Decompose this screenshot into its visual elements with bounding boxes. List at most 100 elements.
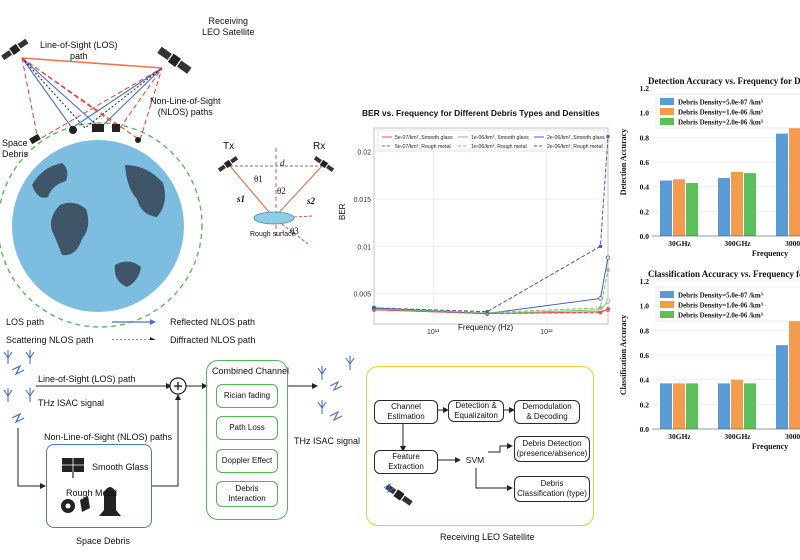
space-debris-box xyxy=(46,444,152,528)
theta1-label: θ1 xyxy=(254,174,263,184)
ber-ytick: 0.02 xyxy=(357,150,371,157)
ber-chart-title: BER vs. Frequency for Different Debris T… xyxy=(362,108,600,118)
rician-fading-block: Rician fading xyxy=(216,384,278,408)
det-bar xyxy=(718,178,730,236)
reflected-path xyxy=(21,57,163,129)
block-thz-signal-label: THz ISAC signal xyxy=(38,398,105,408)
path-loss-block: Path Loss xyxy=(216,416,278,440)
geometry-inset xyxy=(217,148,335,245)
cls-bar xyxy=(789,318,800,429)
ber-ytick: 0.015 xyxy=(353,197,371,204)
ber-ytick: 0.005 xyxy=(353,292,371,299)
cls-ylabel: Classification Accuracy xyxy=(619,315,628,395)
ber-legend-label: 2e-06/km³, Smooth glass xyxy=(547,135,605,141)
rx-label: Rx xyxy=(313,141,326,152)
tx-antenna-icon xyxy=(3,350,35,402)
ber-point xyxy=(372,306,376,310)
smooth-glass-label: Smooth Glass xyxy=(92,462,149,472)
reflected-path xyxy=(21,57,163,129)
debris-classification-block: Debris Classification (type) xyxy=(514,476,590,502)
cls-legend-label: Debris Density=2.0e-06 /km³ xyxy=(678,312,763,320)
orbit-circle xyxy=(0,122,203,328)
ber-point xyxy=(606,307,610,311)
classification-chart: 0.00.20.40.60.81.01.230GHz300GHz3000GFre… xyxy=(619,277,800,451)
demodulation-decoding-block: Demodulation & Decoding xyxy=(514,400,580,424)
cls-legend xyxy=(655,286,800,322)
ber-series-line xyxy=(373,136,609,313)
debris-icons xyxy=(29,124,141,145)
cls-legend-label: Debris Density=1.0e-06 /km³ xyxy=(678,302,763,310)
doppler-effect-block: Doppler Effect xyxy=(216,449,278,473)
det-xtick: 3000G xyxy=(785,239,800,248)
det-ytick: 1.0 xyxy=(640,109,650,118)
rough-metal-label: Rough Metal xyxy=(66,488,118,498)
cls-xtick: 300GHz xyxy=(724,432,751,441)
ber-legend-label: 5e-07/km³, Rough metal xyxy=(395,144,451,150)
receiver-satellite-icon xyxy=(383,482,414,507)
ber-legend xyxy=(377,129,605,151)
cls-ytick: 0.0 xyxy=(640,425,650,434)
tx-satellite-icon xyxy=(217,156,239,172)
det-bar xyxy=(660,180,672,236)
legend-los-label: LOS path xyxy=(6,317,45,327)
d-label: d xyxy=(280,158,285,168)
debris-icons xyxy=(61,458,121,516)
receiver-caption: Receiving LEO Satellite xyxy=(440,532,535,542)
los-line xyxy=(21,57,163,69)
debris-interaction-block: Debris Interaction xyxy=(216,481,278,507)
cls-bar xyxy=(673,383,685,429)
cls-ytick: 0.4 xyxy=(640,376,650,385)
det-legend xyxy=(655,93,800,129)
det-ytick: 0.2 xyxy=(640,207,650,216)
det-ylabel: Detection Accuracy xyxy=(619,129,628,195)
cls-ytick: 0.2 xyxy=(640,400,650,409)
rough-surface xyxy=(253,211,295,225)
rx-antenna-icon xyxy=(317,356,355,422)
ber-plot-area xyxy=(373,127,609,325)
det-xlabel: Frequency xyxy=(752,249,788,258)
detection-chart-title: Detection Accuracy vs. Frequency for Dif… xyxy=(648,76,800,86)
det-bar xyxy=(686,182,698,236)
det-ytick: 0.4 xyxy=(640,183,650,192)
svm-block: SVM xyxy=(462,452,488,468)
combined-channel-box xyxy=(206,360,288,520)
ber-xlabel: Frequency (Hz) xyxy=(458,323,514,332)
metal-shard-icon xyxy=(80,496,90,512)
ber-xtick: 10¹¹ xyxy=(427,329,440,336)
det-ytick: 0.8 xyxy=(640,133,650,142)
classification-chart-title: Classification Accuracy vs. Frequency fo… xyxy=(648,269,800,279)
rx-satellite-icon xyxy=(156,46,193,75)
det-legend-label: Debris Density=1.0e-06 /km³ xyxy=(678,109,763,117)
cls-xtick: 30GHz xyxy=(668,432,691,441)
cls-xlabel: Frequency xyxy=(752,442,788,451)
cls-legend-swatch xyxy=(660,311,674,318)
det-xtick: 300GHz xyxy=(724,239,751,248)
cls-bar xyxy=(744,383,756,429)
ber-point xyxy=(606,268,610,272)
rx-thz-signal-label: THz ISAC signal xyxy=(294,436,361,446)
space-debris-label: Space Debris xyxy=(2,138,29,159)
block-nlos-label: Non-Line-of-Sight (NLOS) paths xyxy=(44,432,173,442)
cls-legend-label: Debris Density=5.0e-07 /km³ xyxy=(678,292,763,300)
det-bar xyxy=(744,173,756,236)
debris-detection-block: Debris Detection (presence/absence) xyxy=(514,436,590,462)
ber-point xyxy=(605,255,611,260)
continent xyxy=(32,163,68,198)
ber-point xyxy=(598,306,603,310)
receiver-box xyxy=(366,366,594,526)
det-legend-label: Debris Density=5.0e-07 /km³ xyxy=(678,99,763,107)
cls-xtick: 3000G xyxy=(785,432,800,441)
legend-scattering-label: Scattering NLOS path xyxy=(6,335,94,345)
ber-point xyxy=(598,311,603,315)
ber-xtick: 10¹² xyxy=(540,329,553,336)
s2-label: s2 xyxy=(307,196,316,206)
detection-equalization-block: Detection & Equalizaiton xyxy=(448,400,504,422)
cls-ytick: 0.6 xyxy=(640,351,650,360)
cls-bar xyxy=(776,345,788,429)
ber-legend-label: 2e-06/km³, Rough metal xyxy=(547,144,603,150)
det-legend-swatch xyxy=(660,108,674,115)
det-bar xyxy=(789,123,800,236)
cls-bar xyxy=(731,379,743,429)
det-legend-swatch xyxy=(660,98,674,105)
